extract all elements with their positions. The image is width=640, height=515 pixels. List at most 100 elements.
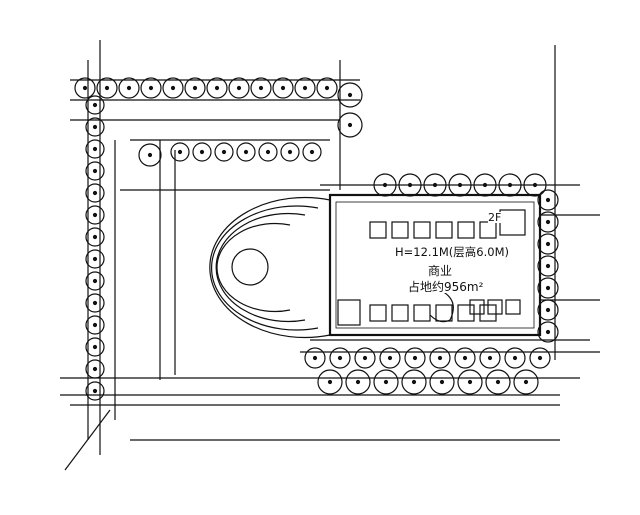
table-set xyxy=(457,304,475,322)
table-set xyxy=(413,221,431,239)
tree-trunk xyxy=(221,149,227,155)
tree-trunk xyxy=(324,85,330,91)
table-set xyxy=(469,299,485,315)
tree-trunk xyxy=(287,149,293,155)
tree-trunk xyxy=(312,355,318,361)
tree-trunk xyxy=(532,182,538,188)
tree-trunk xyxy=(545,241,551,247)
tree-trunk xyxy=(523,379,529,385)
tree-trunk xyxy=(545,285,551,291)
spiral-stair xyxy=(429,289,454,323)
tree xyxy=(85,381,105,401)
floor-label: 2F xyxy=(488,211,502,224)
tree xyxy=(513,369,539,395)
tree xyxy=(429,347,451,369)
tree xyxy=(236,142,256,162)
tree-trunk xyxy=(362,355,368,361)
tree-trunk xyxy=(147,152,153,158)
tree xyxy=(529,347,551,369)
tree-trunk xyxy=(92,190,98,196)
tree-trunk xyxy=(243,149,249,155)
tree xyxy=(329,347,351,369)
tree xyxy=(537,189,559,211)
construction-line xyxy=(64,409,111,471)
area-label: 占地约956m² xyxy=(408,280,484,294)
tree xyxy=(85,183,105,203)
tree xyxy=(85,337,105,357)
tree xyxy=(85,315,105,335)
tree xyxy=(401,369,427,395)
tree-trunk xyxy=(148,85,154,91)
tree-trunk xyxy=(92,278,98,284)
plaza-arc-2 xyxy=(211,205,319,331)
tree-trunk xyxy=(412,355,418,361)
tree xyxy=(228,77,250,99)
tree-trunk xyxy=(92,234,98,240)
plaza-arc-4 xyxy=(216,222,291,313)
tree xyxy=(304,347,326,369)
tree-trunk xyxy=(92,102,98,108)
tree-trunk xyxy=(177,149,183,155)
tree-trunk xyxy=(309,149,315,155)
tree-trunk xyxy=(265,149,271,155)
tree-trunk xyxy=(236,85,242,91)
tree xyxy=(379,347,401,369)
tree-trunk xyxy=(545,307,551,313)
tree xyxy=(85,293,105,313)
tree xyxy=(504,347,526,369)
tree xyxy=(537,299,559,321)
tree xyxy=(537,255,559,277)
table-set xyxy=(369,221,387,239)
tree-trunk xyxy=(407,182,413,188)
tree-trunk xyxy=(92,146,98,152)
table-set xyxy=(369,304,387,322)
tree xyxy=(85,271,105,291)
tree xyxy=(457,369,483,395)
tree-trunk xyxy=(411,379,417,385)
tree xyxy=(214,142,234,162)
tree xyxy=(258,142,278,162)
tree-trunk xyxy=(383,379,389,385)
tree xyxy=(85,161,105,181)
tree xyxy=(354,347,376,369)
tree xyxy=(317,369,343,395)
tree-trunk xyxy=(462,355,468,361)
tree-trunk xyxy=(92,366,98,372)
tree-trunk xyxy=(92,344,98,350)
tree-trunk xyxy=(545,197,551,203)
tree-trunk xyxy=(280,85,286,91)
tree-trunk xyxy=(382,182,388,188)
central-circle xyxy=(231,248,269,286)
tree xyxy=(294,77,316,99)
tree-trunk xyxy=(92,388,98,394)
tree xyxy=(429,369,455,395)
plaza-arc-1 xyxy=(209,196,331,339)
tree xyxy=(96,77,118,99)
tree-trunk xyxy=(495,379,501,385)
tree xyxy=(537,211,559,233)
tree-trunk xyxy=(92,256,98,262)
tree-trunk xyxy=(347,122,353,128)
tree-trunk xyxy=(437,355,443,361)
tree xyxy=(85,249,105,269)
tree-trunk xyxy=(327,379,333,385)
use-label: 商业 xyxy=(428,264,453,278)
tree-trunk xyxy=(92,322,98,328)
tree xyxy=(118,77,140,99)
tree-trunk xyxy=(347,92,353,98)
tree-trunk xyxy=(92,300,98,306)
building-outline xyxy=(328,193,542,337)
table-set xyxy=(435,221,453,239)
tree-rows xyxy=(74,77,559,401)
tree xyxy=(337,112,363,138)
tree-trunk xyxy=(355,379,361,385)
stair xyxy=(499,209,526,236)
tree-trunk xyxy=(126,85,132,91)
tree xyxy=(184,77,206,99)
tree-trunk xyxy=(487,355,493,361)
tree-trunk xyxy=(545,263,551,269)
tree xyxy=(140,77,162,99)
tree xyxy=(404,347,426,369)
tree xyxy=(206,77,228,99)
